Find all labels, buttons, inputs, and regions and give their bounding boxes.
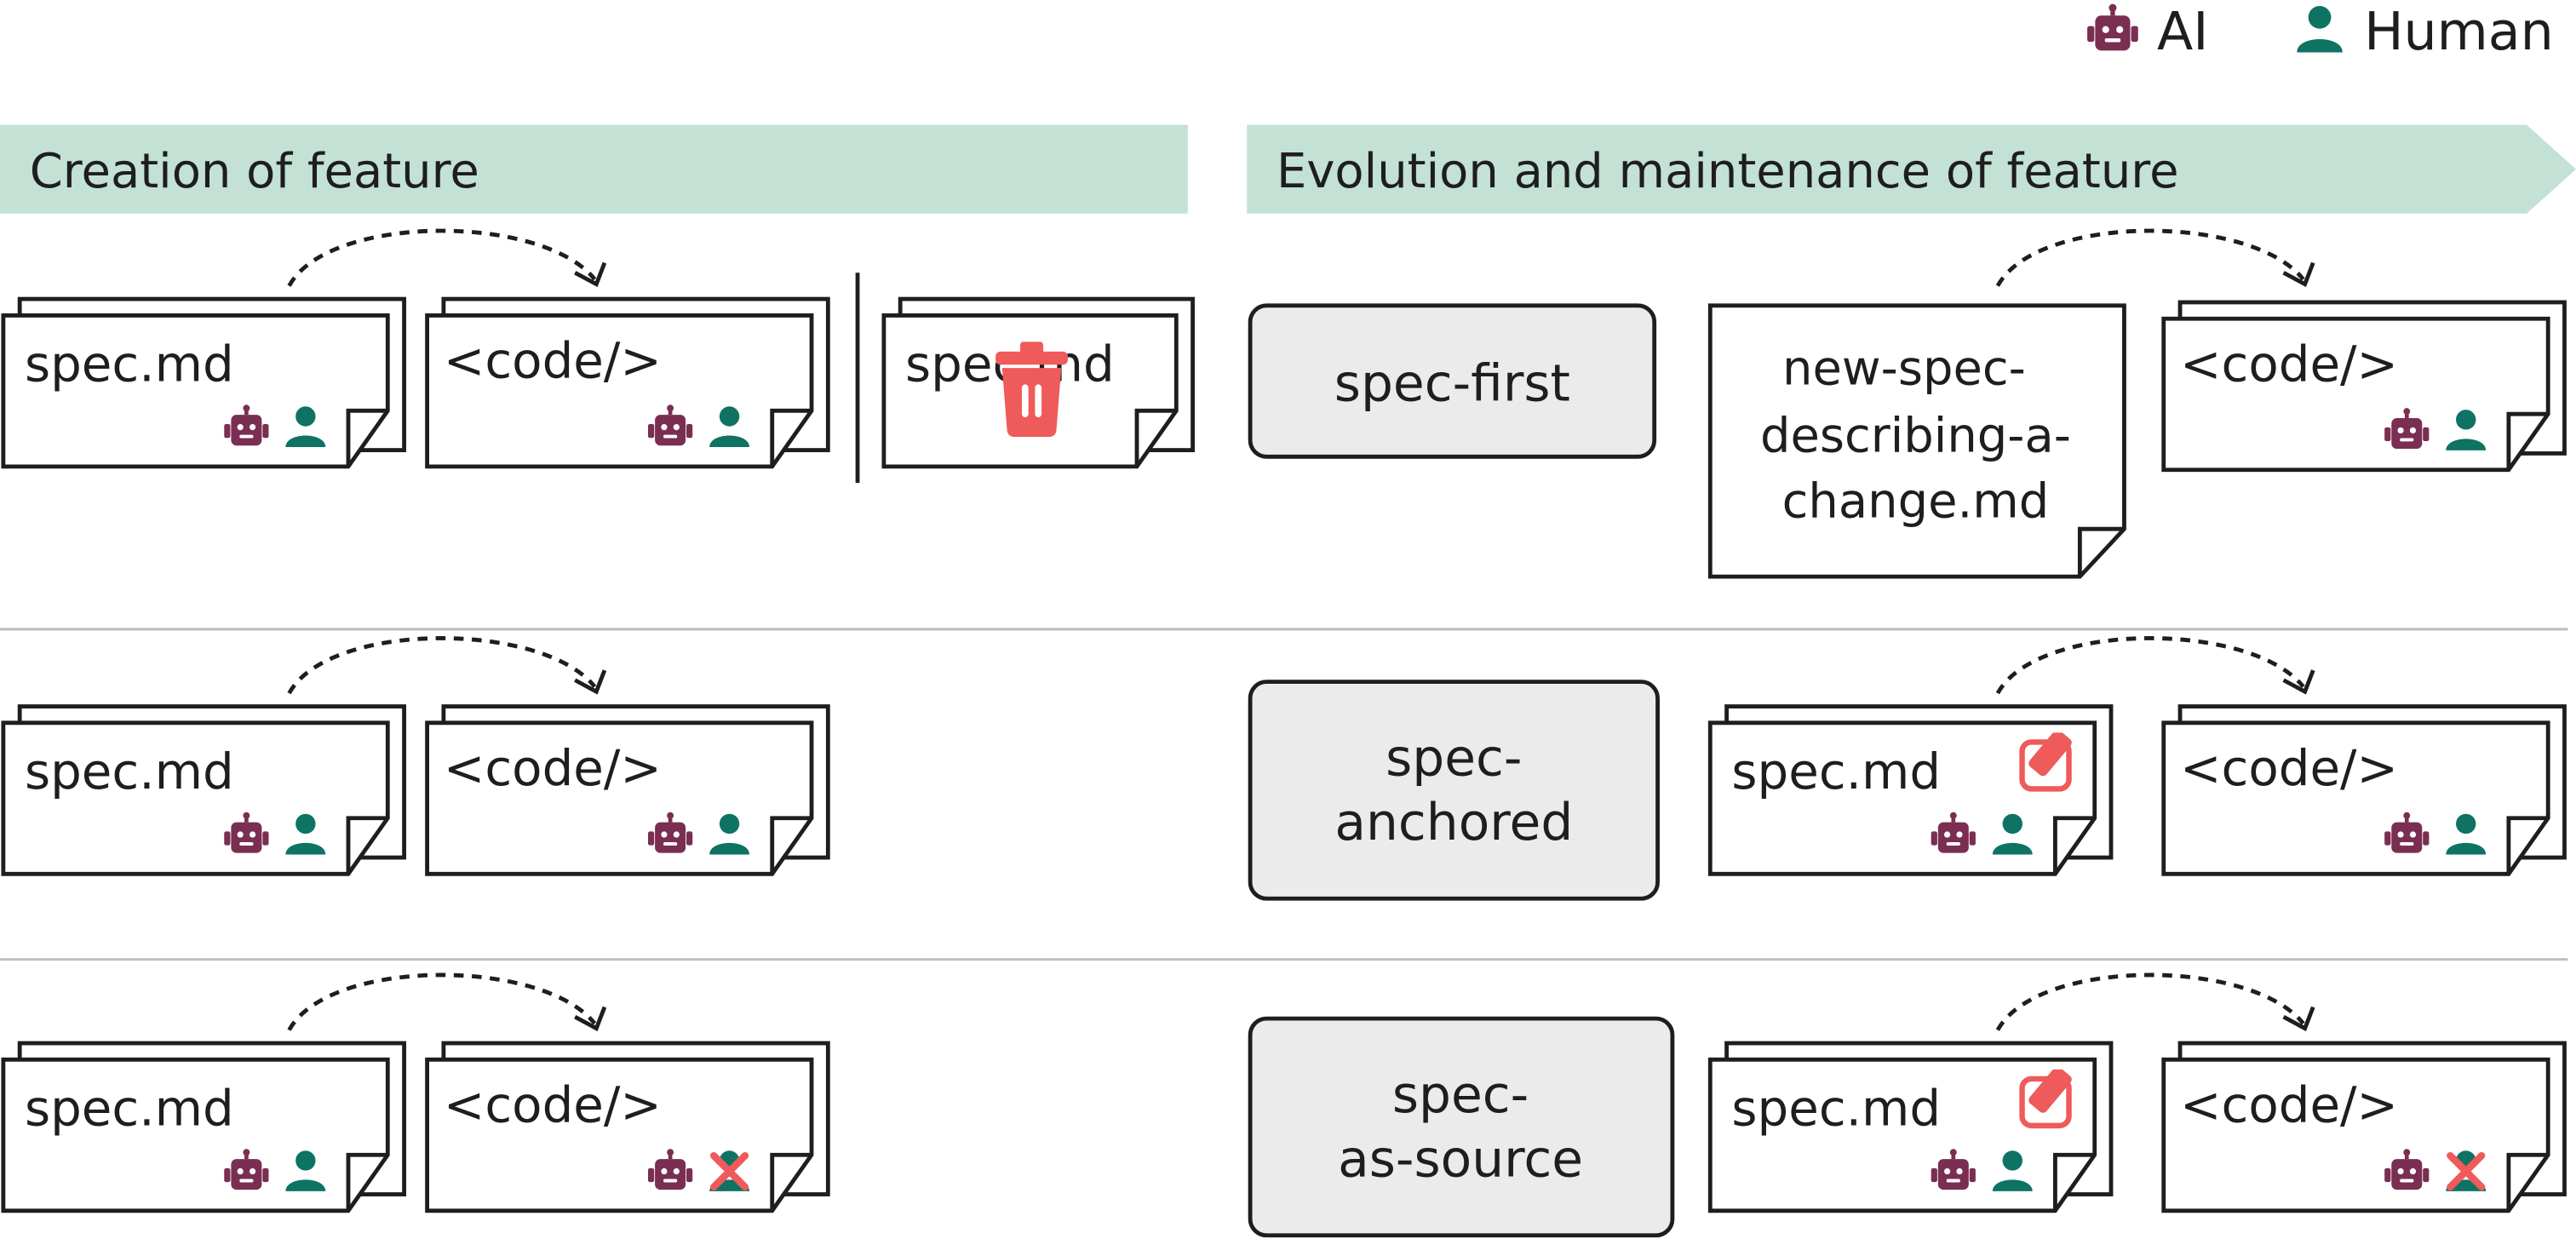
evolution-banner <box>1247 124 2576 214</box>
doc-label-line-2: describing-a- <box>1760 409 2071 464</box>
doc-code-creation-1: <code/> <box>425 296 830 469</box>
doc-label-line-1: new-spec- <box>1782 341 2026 396</box>
arrowhead <box>2282 669 2315 695</box>
arrowhead <box>574 1006 607 1032</box>
legend-human-label: Human <box>2364 1 2554 62</box>
doc-label-line-3: change.md <box>1782 474 2050 530</box>
row-spec-as-source: spec.md <code/> spec- as-source spec.md <box>1 972 2567 1238</box>
doc-code-evolution-2: <code/> <box>2161 704 2567 876</box>
doc-label: spec.md <box>25 336 234 393</box>
arrowhead <box>574 669 607 695</box>
approach-label-line-2: as-source <box>1338 1129 1583 1189</box>
row-spec-anchored: spec.md <code/> spec- anchored spec.md <box>1 636 2567 901</box>
doc-spec-creation-1: spec.md <box>1 296 406 469</box>
doc-spec-evolution-2: spec.md <box>1707 704 2114 876</box>
doc-code-evolution-3: <code/> <box>2161 1041 2567 1213</box>
approach-label-line-2: anchored <box>1334 793 1573 852</box>
arrow-spec-to-code <box>287 636 597 695</box>
approach-label-line-1: spec- <box>1386 729 1522 789</box>
doc-label: <code/> <box>2180 1076 2398 1134</box>
doc-label: spec.md <box>1731 743 1941 800</box>
arrowhead <box>2282 1006 2315 1032</box>
doc-new-spec: new-spec- describing-a- change.md <box>1707 303 2126 579</box>
creation-banner <box>0 124 1188 214</box>
doc-label: spec.md <box>25 1080 234 1138</box>
arrow-spec-to-code <box>1995 228 2305 287</box>
arrow-spec-to-code <box>1995 636 2305 695</box>
doc-label: <code/> <box>444 739 662 797</box>
doc-code-creation-3: <code/> <box>425 1041 830 1213</box>
evolution-header: Evolution and maintenance of feature <box>1277 144 2179 199</box>
legend-ai-label: AI <box>2157 1 2208 62</box>
doc-spec-creation-2: spec.md <box>1 704 406 876</box>
doc-label: <code/> <box>2180 739 2398 797</box>
doc-spec-evolution-3: spec.md <box>1707 1041 2114 1213</box>
legend: AI Human <box>2087 1 2554 62</box>
doc-code-evolution-1: <code/> <box>2161 300 2567 473</box>
approach-box-spec-first <box>1248 303 1657 459</box>
legend-ai-icon <box>2087 4 2138 51</box>
row-spec-first: spec.md <code/> spec.md spec-first <box>1 228 2567 579</box>
arrow-spec-to-code <box>287 228 597 287</box>
legend-human-icon <box>2297 5 2343 53</box>
doc-label: <code/> <box>444 1076 662 1134</box>
approach-label-line-1: spec- <box>1392 1065 1529 1125</box>
approach-label: spec-first <box>1334 354 1570 414</box>
doc-label: <code/> <box>2180 336 2398 393</box>
approach-box-spec-anchored <box>1248 680 1660 901</box>
arrow-spec-to-code <box>1995 972 2305 1031</box>
doc-label: spec.md <box>25 743 234 800</box>
doc-label: spec.md <box>1731 1080 1941 1138</box>
doc-spec-deleted: spec.md <box>881 296 1196 469</box>
doc-code-creation-2: <code/> <box>425 704 830 876</box>
arrowhead <box>2282 261 2315 288</box>
arrowhead <box>574 261 607 288</box>
creation-header: Creation of feature <box>30 144 479 199</box>
doc-label: <code/> <box>444 332 662 390</box>
approach-box-spec-as-source <box>1248 1016 1675 1238</box>
doc-spec-creation-3: spec.md <box>1 1041 406 1213</box>
arrow-spec-to-code <box>287 972 597 1031</box>
